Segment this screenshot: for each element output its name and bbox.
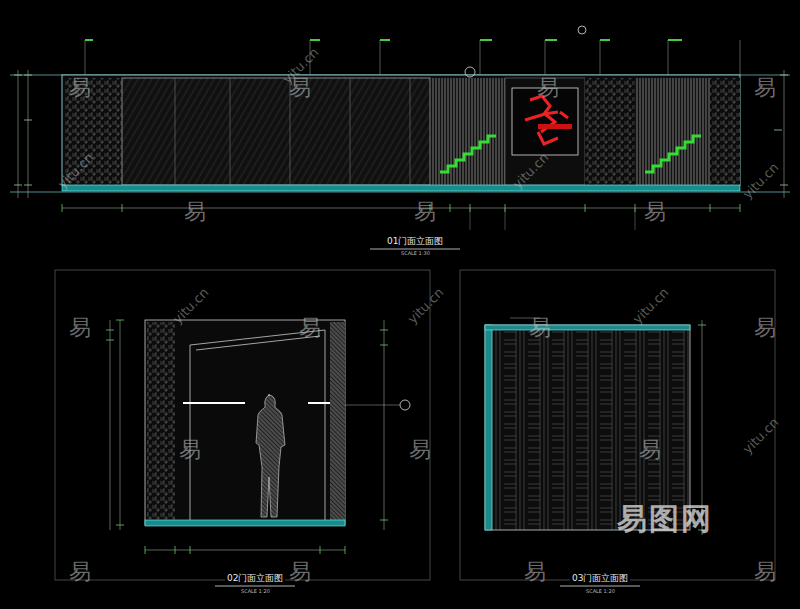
watermark: 易 xyxy=(409,438,431,462)
scale-note: SCALE 1:20 xyxy=(240,589,271,595)
watermark: 易 xyxy=(299,316,321,340)
watermark: 易 xyxy=(69,316,91,340)
scale-note: SCALE 1:20 xyxy=(585,589,616,595)
watermark: 易 xyxy=(529,316,551,340)
scale-note: SCALE 1:30 xyxy=(400,251,431,257)
elevation-02 xyxy=(55,270,430,586)
view-title: 03门面立面图 xyxy=(570,574,630,584)
watermark-logo: 易图网 xyxy=(617,502,713,535)
watermark: 易 xyxy=(754,76,776,100)
watermark: 易 xyxy=(754,316,776,340)
watermark: 易 xyxy=(537,76,559,100)
watermark: 易 xyxy=(289,560,311,584)
watermark: 易 xyxy=(69,560,91,584)
watermark: 易 xyxy=(184,200,206,224)
watermark-url: yitu.cn xyxy=(630,285,671,326)
view-title: 02门面立面图 xyxy=(225,574,285,584)
watermark: 易 xyxy=(524,560,546,584)
watermark: 易 xyxy=(69,76,91,100)
watermark: 易 xyxy=(639,438,661,462)
watermark-url: yitu.cn xyxy=(405,285,446,326)
elevation-01 xyxy=(10,26,790,249)
watermark-url: yitu.cn xyxy=(740,160,781,201)
watermark: 易 xyxy=(414,200,436,224)
watermark: 易 xyxy=(754,560,776,584)
watermark-url: yitu.cn xyxy=(740,415,781,456)
elevation-03 xyxy=(460,270,775,586)
watermark: 易 xyxy=(179,438,201,462)
view-title: 01门面立面图 xyxy=(385,237,445,247)
watermark: 易 xyxy=(644,200,666,224)
